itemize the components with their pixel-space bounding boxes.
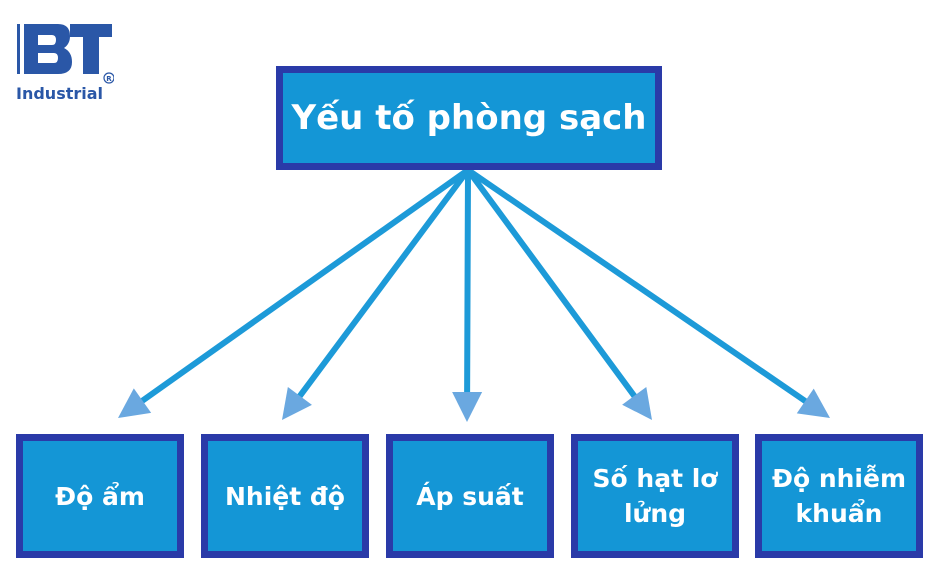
node-label: Số hạt lơ lửng xyxy=(592,464,718,528)
arrow-do-nhiem-line xyxy=(465,167,809,405)
arrow-nhiet-do-head xyxy=(282,386,312,420)
node-do-am: Độ ẩm xyxy=(16,434,184,558)
node-label: Độ nhiễm khuẩn xyxy=(772,464,906,528)
svg-text:R: R xyxy=(106,75,112,83)
node-label: Áp suất xyxy=(416,481,524,511)
arrow-do-am-line xyxy=(139,167,471,404)
node-so-hat-lo-lung: Số hạt lơ lửng xyxy=(571,434,739,558)
arrow-ap-suat-line xyxy=(464,167,471,396)
bt-logo-mark: R xyxy=(17,24,114,84)
node-do-nhiem-khuan: Độ nhiễm khuẩn xyxy=(755,434,923,558)
node-label: Nhiệt độ xyxy=(225,481,345,511)
node-nhiet-do: Nhiệt độ xyxy=(201,434,369,558)
node-label: Độ ẩm xyxy=(55,481,145,511)
arrow-so-hat-line xyxy=(465,167,638,399)
arrow-do-nhiem-head xyxy=(796,388,830,418)
logo-text: Industrial xyxy=(16,84,104,103)
root-node: Yếu tố phòng sạch xyxy=(276,66,662,170)
root-label: Yếu tố phòng sạch xyxy=(291,98,647,138)
arrow-nhiet-do-line xyxy=(296,167,471,399)
bt-industrial-logo: R Industrial xyxy=(14,22,114,106)
arrow-do-am-head xyxy=(118,388,152,418)
arrow-so-hat-head xyxy=(622,386,652,420)
node-ap-suat: Áp suất xyxy=(386,434,554,558)
arrow-ap-suat-head xyxy=(452,391,483,422)
